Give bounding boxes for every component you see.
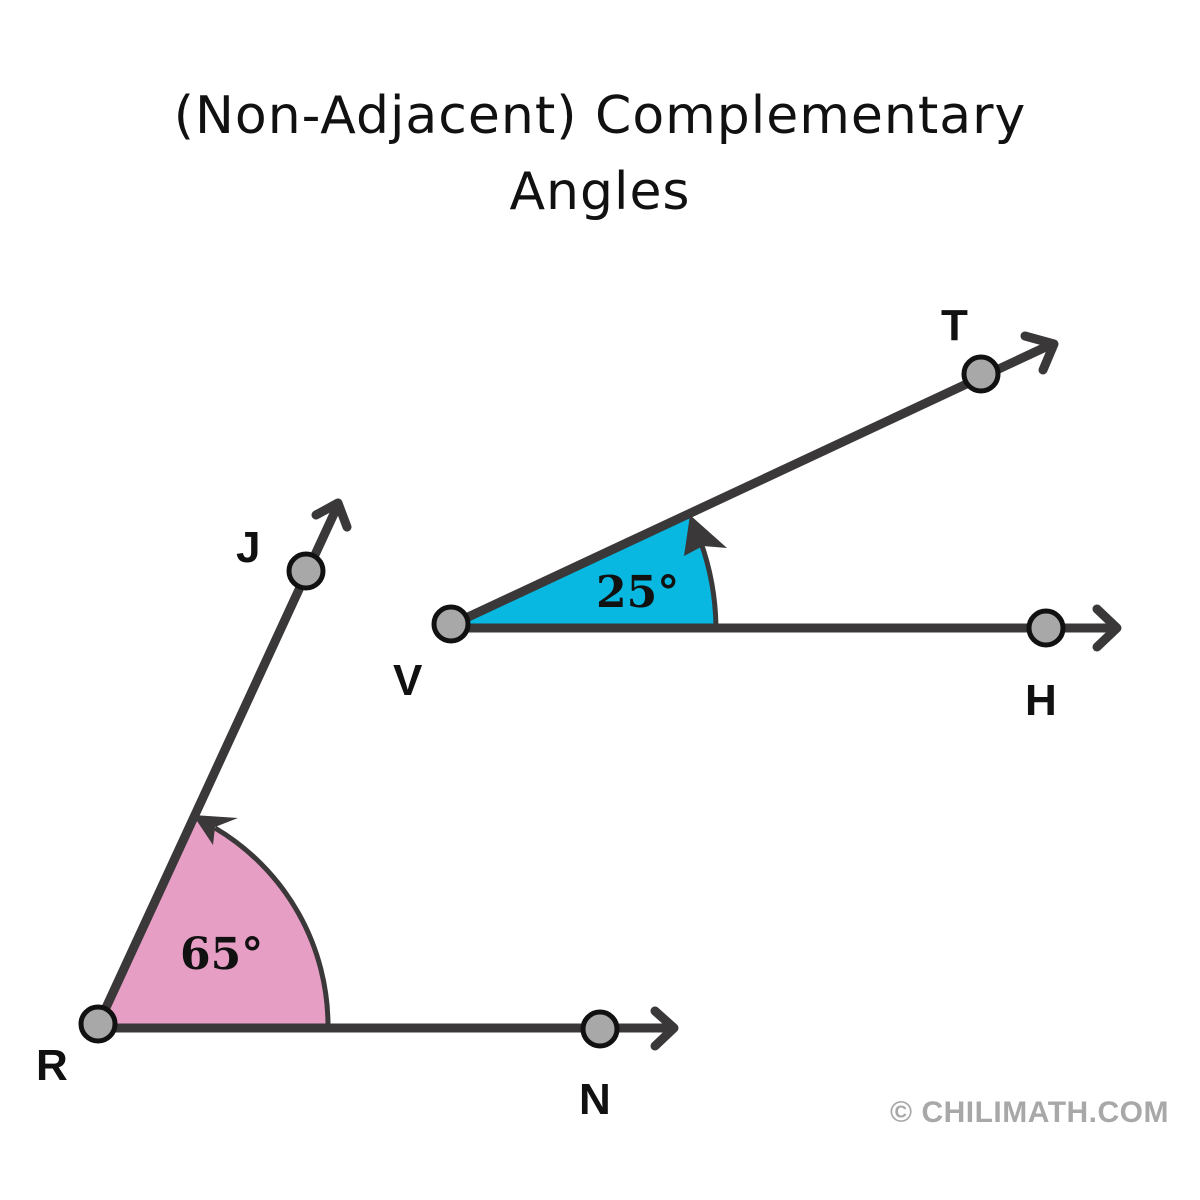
label-R: R xyxy=(36,1041,68,1090)
diagram-title: (Non-Adjacent) Complementary Angles xyxy=(0,78,1200,230)
ray-RJ xyxy=(93,500,343,1030)
angle-65-sector xyxy=(98,818,329,1028)
label-V: V xyxy=(393,656,423,705)
point-V[interactable] xyxy=(431,604,471,644)
point-T[interactable] xyxy=(961,354,1001,394)
label-J: J xyxy=(236,523,260,572)
title-line-2: Angles xyxy=(509,162,691,222)
copyright-credit: © CHILIMATH.COM xyxy=(890,1096,1170,1129)
ray-RJ-arrow-icon xyxy=(311,498,352,532)
arc-arrowhead-icon xyxy=(684,515,727,556)
point-R[interactable] xyxy=(78,1004,118,1044)
ray-VT-arrow-icon xyxy=(1020,331,1059,375)
point-H[interactable] xyxy=(1026,608,1066,648)
ray-RN-arrow-icon xyxy=(650,1006,679,1051)
label-T: T xyxy=(941,301,968,350)
angle-65-group: 65° J R N xyxy=(36,498,679,1124)
label-N: N xyxy=(579,1075,611,1124)
point-N[interactable] xyxy=(580,1009,620,1049)
arc-arrowhead-icon xyxy=(193,815,238,845)
label-H: H xyxy=(1025,676,1057,725)
angle-65-measure: 65° xyxy=(180,929,263,980)
title-line-1: (Non-Adjacent) Complementary xyxy=(173,86,1027,146)
angle-65-arc xyxy=(213,825,331,1029)
point-J[interactable] xyxy=(286,551,326,591)
angle-25-group: 25° T V H xyxy=(393,301,1122,725)
ray-VH-arrow-icon xyxy=(1092,604,1122,652)
ray-VT xyxy=(446,340,1055,630)
angle-25-measure: 25° xyxy=(596,567,679,618)
angle-25-sector xyxy=(451,517,716,628)
